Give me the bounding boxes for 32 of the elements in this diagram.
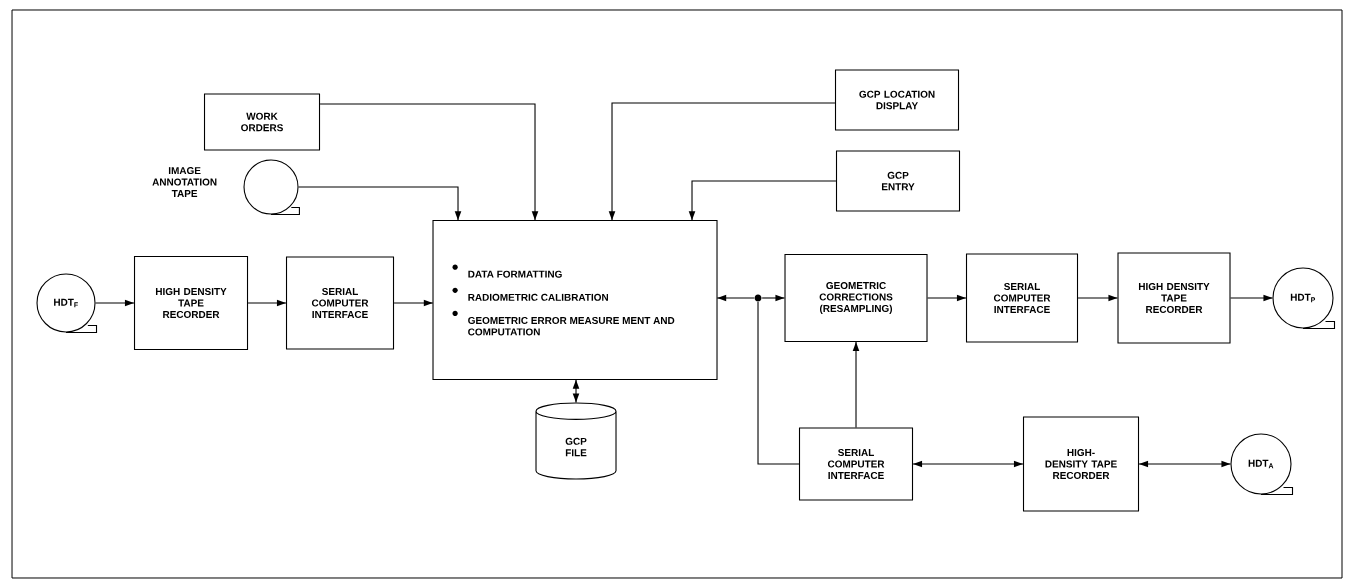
arrow bbox=[319, 103, 539, 221]
process-box: HIGH DENSITY TAPE RECORDER bbox=[1117, 252, 1231, 344]
process-box: SERIAL COMPUTER INTERFACE bbox=[798, 427, 914, 501]
arrow bbox=[852, 341, 860, 428]
storage-cylinder: GCP FILE bbox=[535, 402, 617, 480]
arrow bbox=[247, 299, 287, 307]
process-box: WORK ORDERS bbox=[203, 93, 321, 151]
arrow bbox=[608, 102, 836, 221]
tape-reel: HDT$_{A}$ bbox=[1230, 433, 1294, 496]
arrow bbox=[95, 299, 135, 307]
arrow bbox=[716, 294, 755, 302]
arrow bbox=[927, 294, 967, 302]
arrow bbox=[1077, 294, 1118, 302]
tape-reel: HDT$_{F}$ bbox=[36, 273, 98, 334]
arrow bbox=[1138, 460, 1231, 468]
process-box: SERIAL COMPUTER INTERFACE bbox=[285, 256, 395, 350]
arrow bbox=[298, 186, 462, 221]
arrow bbox=[912, 460, 1024, 468]
arrow bbox=[761, 294, 785, 302]
arrow bbox=[393, 299, 434, 307]
arrow bbox=[688, 180, 837, 221]
process-box: GCP ENTRY bbox=[835, 150, 961, 212]
tape-reel: HDT$_{P}$ bbox=[1272, 267, 1336, 330]
process-box: GCP LOCATION DISPLAY bbox=[834, 69, 960, 131]
process-box: GEOMETRIC CORRECTIONS (RESAMPLING) bbox=[784, 253, 928, 343]
process-box: HIGH DENSITY TAPE RECORDER bbox=[133, 255, 249, 351]
process-box: HIGH-DENSITY TAPE RECORDER bbox=[1022, 416, 1140, 512]
process-box: SERIAL COMPUTER INTERFACE bbox=[965, 253, 1079, 343]
process-box: DATA FORMATTING RADIOMETRIC CALIBRATION GEOMETRIC ERROR MEASURE MENT AND COMPUTATION bbox=[432, 219, 718, 381]
arrow bbox=[1230, 294, 1273, 302]
arrow bbox=[572, 379, 580, 403]
node-caption: IMAGE ANNOTATION TAPE bbox=[152, 167, 217, 197]
